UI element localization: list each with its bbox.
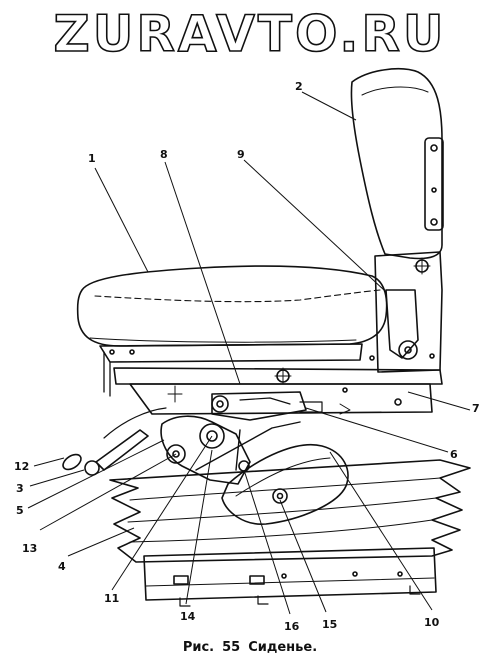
callout-8: 8	[160, 148, 168, 161]
seat-cushion	[76, 265, 388, 347]
leader-11	[111, 435, 213, 591]
leader-14	[185, 449, 213, 605]
callout-12: 12	[14, 460, 29, 473]
suspension-bellows	[109, 459, 471, 563]
leader-7	[407, 391, 471, 411]
callout-6: 6	[450, 448, 458, 461]
damper-strut	[62, 407, 167, 476]
backrest-mount-bracket	[369, 251, 443, 373]
callout-13: 13	[22, 542, 37, 555]
backrest	[350, 68, 444, 260]
callout-14: 14	[180, 610, 196, 623]
leader-16	[243, 469, 291, 615]
leader-6	[305, 407, 449, 453]
callout-4: 4	[58, 560, 66, 573]
leader-5	[27, 439, 165, 509]
seat-base	[143, 547, 437, 607]
leader-4	[67, 527, 135, 557]
suspension-linkage	[160, 415, 301, 485]
callout-1: 1	[88, 152, 96, 165]
seat-pan-frame	[99, 343, 443, 415]
callout-10: 10	[424, 616, 440, 629]
leader-9	[243, 159, 385, 291]
callout-3: 3	[16, 482, 24, 495]
callout-7: 7	[472, 402, 480, 415]
leader-13	[39, 453, 177, 531]
leader-12	[33, 457, 65, 467]
leader-2	[301, 91, 357, 121]
leader-1	[94, 167, 149, 273]
figure-number: 55	[222, 640, 241, 655]
leader-3	[29, 469, 85, 487]
height-adjust-lever	[211, 391, 323, 421]
callout-11: 11	[104, 592, 119, 605]
leader-15	[279, 499, 327, 613]
callout-16: 16	[284, 620, 300, 633]
figure-title: Сиденье.	[248, 640, 318, 655]
callout-9: 9	[237, 148, 245, 161]
watermark-logo: ZURAVTO.RU	[53, 4, 447, 64]
figure-caption: Рис. 55 Сиденье.	[0, 640, 500, 655]
leader-10	[329, 451, 433, 611]
callout-2: 2	[295, 80, 303, 93]
callout-15: 15	[322, 618, 337, 631]
callout-5: 5	[16, 504, 24, 517]
figure-prefix: Рис.	[182, 640, 215, 655]
leader-8	[164, 161, 241, 385]
